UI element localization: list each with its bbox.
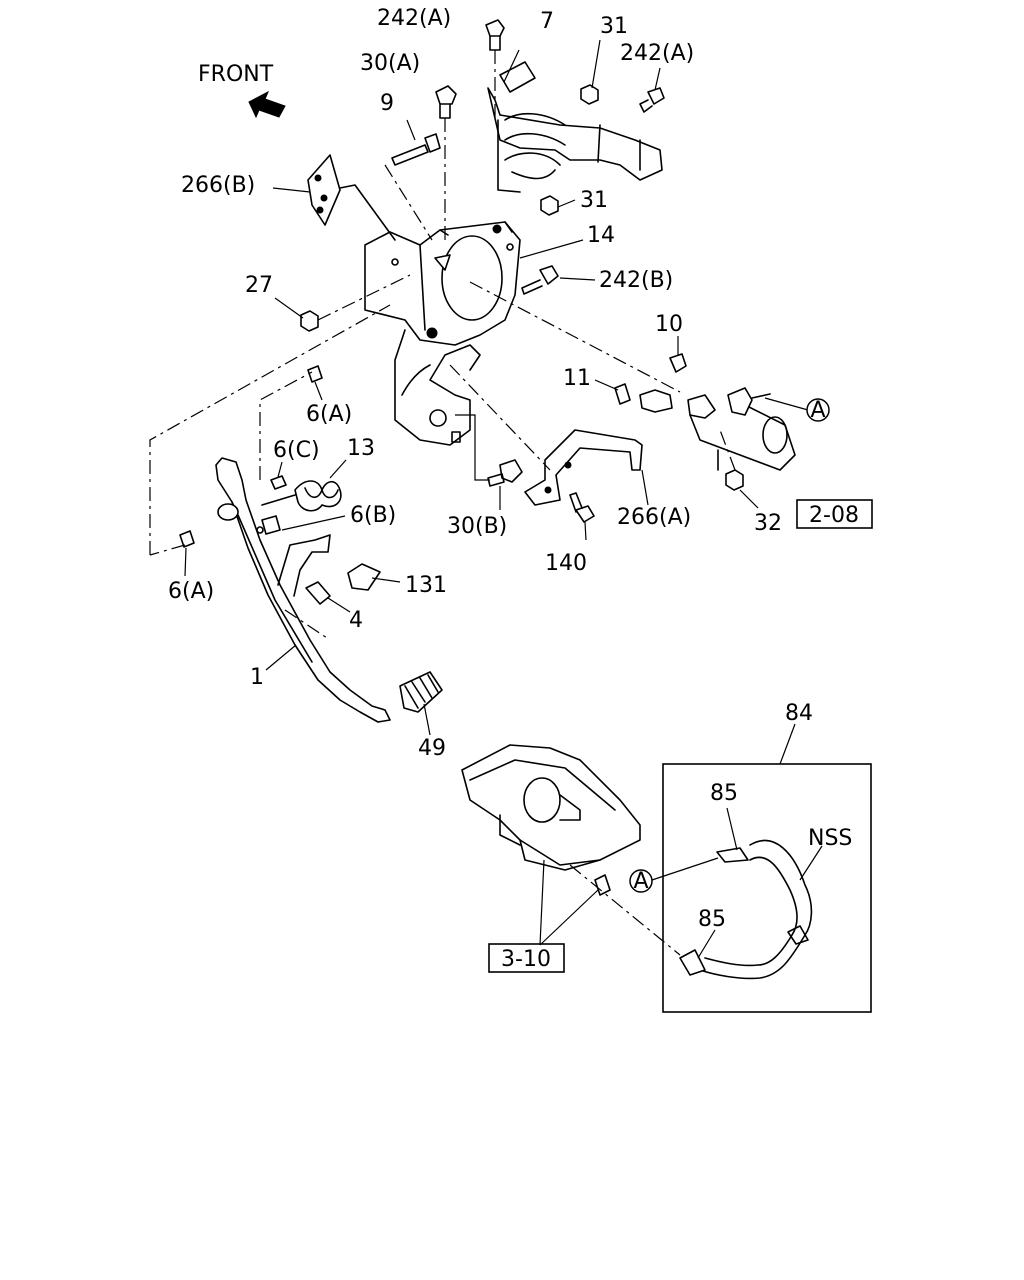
nut-31-top <box>580 84 599 105</box>
bolt-242a-top <box>485 19 505 51</box>
callout-6c: 6(C) <box>273 438 320 463</box>
bolt-242b <box>521 265 559 295</box>
ref-marker-a-right: A <box>806 398 830 423</box>
callout-49: 49 <box>418 736 446 761</box>
svg-text:A: A <box>633 869 648 894</box>
pivot-axis-lines <box>149 304 391 556</box>
bolt-30b <box>487 459 523 487</box>
callout-266a: 266(A) <box>617 505 691 530</box>
callout-nss: NSS <box>808 826 852 851</box>
bracket-266a-part <box>524 429 643 506</box>
callout-9: 9 <box>380 91 394 116</box>
nut-31-mid <box>540 195 559 216</box>
bracket-30b-axis <box>455 414 490 481</box>
callout-242b: 242(B) <box>599 268 673 293</box>
leader-32-axis <box>719 429 736 471</box>
callout-30a: 30(A) <box>360 51 420 76</box>
bracket-266b-part <box>307 154 396 241</box>
leader-266a-axis <box>449 364 551 471</box>
callout-4: 4 <box>349 608 363 633</box>
callout-6a-lower: 6(A) <box>168 579 214 604</box>
bolt-242a-right <box>639 87 665 113</box>
callout-84: 84 <box>785 701 813 726</box>
leader-reservoir-hose-axis <box>569 864 681 956</box>
callout-11: 11 <box>563 366 591 391</box>
callout-6a-upper: 6(A) <box>306 402 352 427</box>
nut-32 <box>725 469 744 491</box>
front-label: FRONT <box>198 62 274 87</box>
nut-27 <box>300 310 319 332</box>
callout-32: 32 <box>754 511 782 536</box>
hose-kit-box-84 <box>662 763 872 1013</box>
callout-13: 13 <box>347 436 375 461</box>
section-ref-3-10[interactable]: 3-10 <box>488 943 565 973</box>
callout-6b: 6(B) <box>350 503 396 528</box>
callout-10: 10 <box>655 312 683 337</box>
leader-switch-axis <box>284 609 331 641</box>
svg-text:3-10: 3-10 <box>501 947 551 972</box>
ref-marker-a-lower: A <box>629 869 653 894</box>
leader-pushrod-axis <box>469 281 681 393</box>
callout-85-top: 85 <box>710 781 738 806</box>
switch-bracket-4 <box>277 534 331 605</box>
callout-14: 14 <box>587 223 615 248</box>
bolt-140 <box>569 492 595 523</box>
callout-27: 27 <box>245 273 273 298</box>
callout-31-top: 31 <box>600 14 628 39</box>
bolt-30a <box>435 85 457 119</box>
callout-85-bottom: 85 <box>698 907 726 932</box>
pedal-arm-part <box>215 457 391 723</box>
callout-7: 7 <box>540 9 554 34</box>
bolt-9 <box>391 133 441 166</box>
reservoir-tank-part <box>461 744 641 896</box>
callout-242a-right: 242(A) <box>620 41 694 66</box>
callout-242a-top: 242(A) <box>377 6 451 31</box>
hose-84-part <box>679 839 813 980</box>
callout-140: 140 <box>545 551 587 576</box>
callout-30b: 30(B) <box>447 514 507 539</box>
bushing-6a-lower <box>179 530 195 548</box>
section-ref-2-08[interactable]: 2-08 <box>796 499 873 529</box>
pedal-hanger-part <box>394 329 481 446</box>
upper-bracket-part <box>487 61 663 193</box>
leader-9-axis <box>384 164 433 241</box>
callout-131: 131 <box>405 573 447 598</box>
front-arrow-icon <box>248 90 286 119</box>
pin-10 <box>669 353 687 373</box>
return-spring-13 <box>261 480 342 535</box>
svg-text:A: A <box>810 398 825 423</box>
bushing-6c <box>270 475 287 490</box>
plate-131 <box>347 563 381 591</box>
master-cylinder-part <box>639 387 796 471</box>
main-bracket-part <box>364 221 521 346</box>
svg-text:2-08: 2-08 <box>809 503 859 528</box>
pedal-pad-49 <box>399 671 443 713</box>
callout-leaders <box>184 39 823 959</box>
leader-27-axis <box>317 274 411 321</box>
callout-266b: 266(B) <box>181 173 255 198</box>
clip-11 <box>614 383 631 405</box>
callout-1: 1 <box>250 665 264 690</box>
callout-31-mid: 31 <box>580 188 608 213</box>
bushing-6a-upper <box>307 365 323 383</box>
